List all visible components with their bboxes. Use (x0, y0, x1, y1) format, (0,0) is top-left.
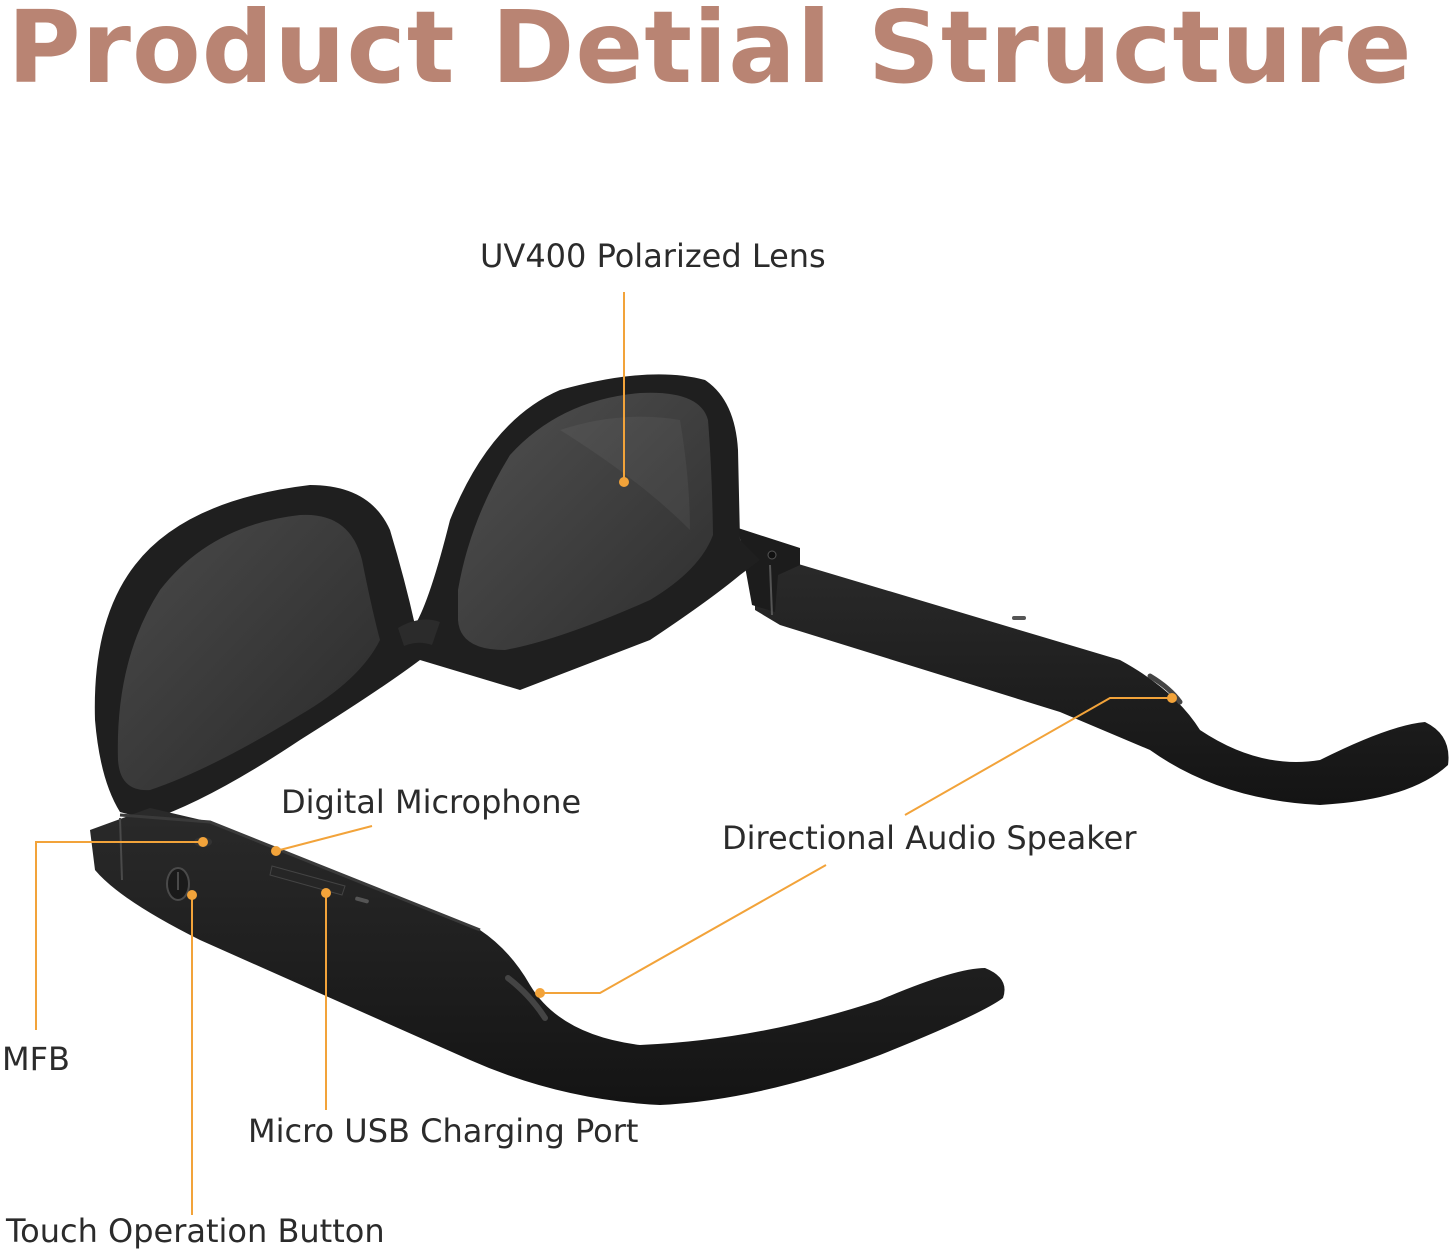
callout-dot-speaker-far (1167, 693, 1177, 703)
right-speaker-slot (1147, 673, 1183, 705)
label-speaker: Directional Audio Speaker (722, 819, 1137, 857)
usb-port-cover (269, 865, 346, 896)
label-touch: Touch Operation Button (6, 1212, 385, 1250)
left-arm-top-edge (119, 813, 481, 932)
callout-dot-touch (187, 890, 197, 900)
label-usb: Micro USB Charging Port (248, 1112, 639, 1150)
callout-lines (35, 292, 1172, 1215)
right-arm-pin (767, 550, 777, 560)
callout-dot-mfb (198, 837, 208, 847)
right-arm-seam (769, 564, 773, 616)
callout-dot-microphone (271, 846, 281, 856)
callout-dot-lens (619, 477, 629, 487)
right-temple-arm (755, 560, 1449, 805)
callout-line-speaker-far (904, 697, 1172, 816)
left-hinge-seam (119, 817, 123, 881)
page-title: Product Detial Structure (7, 0, 1413, 106)
callout-dot-speaker-near (535, 988, 545, 998)
label-mfb: MFB (2, 1040, 70, 1078)
left-lens (117, 514, 380, 791)
callout-line-mfb (35, 841, 203, 1030)
callout-line-microphone (275, 825, 373, 852)
left-speaker-slot (505, 975, 548, 1021)
callout-dot-usb (321, 888, 331, 898)
label-lens: UV400 Polarized Lens (480, 237, 826, 275)
right-hinge (738, 528, 800, 612)
left-arm-mic-hole (355, 896, 369, 904)
callout-dots (187, 477, 1177, 998)
nose-bridge (398, 619, 440, 646)
callout-line-speaker-near (540, 864, 827, 994)
label-microphone: Digital Microphone (281, 783, 582, 821)
right-lens (458, 392, 713, 650)
right-arm-mic-hole (1012, 616, 1026, 620)
